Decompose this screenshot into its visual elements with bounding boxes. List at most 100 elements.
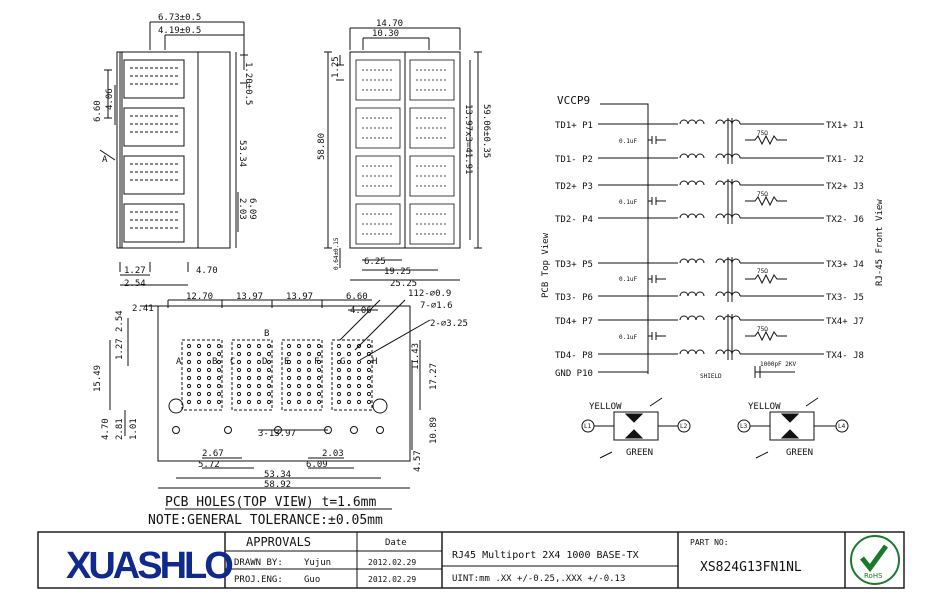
shield-connection xyxy=(754,366,795,378)
pin-td1p: TD1+ P1 xyxy=(555,121,593,131)
pin-hole xyxy=(196,375,202,381)
pin-tx2p: TX2+ J3 xyxy=(826,182,864,192)
coil-winding xyxy=(679,119,705,125)
pin-hole xyxy=(266,367,272,373)
dim-6-60: 6.60 xyxy=(93,100,103,122)
pin-hole xyxy=(286,343,292,349)
port-label-h: H xyxy=(372,357,377,367)
pin-hole xyxy=(206,399,212,405)
dim-13-97x3: 13.97x3=41.91 xyxy=(463,104,473,174)
cap-label-2: 0.1uF xyxy=(619,199,637,206)
logo: XUASHLO xyxy=(66,545,235,587)
pin-hole xyxy=(266,375,272,381)
dim-59-06: 59.06±0.35 xyxy=(481,104,491,158)
pin-td3p: TD3+ P5 xyxy=(555,260,593,270)
pin-hole xyxy=(356,399,362,405)
dim-53-34: 53.34 xyxy=(264,470,291,480)
drawn-by-name: Yujun xyxy=(304,558,331,568)
pin-td2n: TD2- P4 xyxy=(555,215,593,225)
pin-hole xyxy=(206,359,212,365)
pin-hole xyxy=(346,391,352,397)
pin-hole xyxy=(266,343,272,349)
holes-2: 2-⌀3.25 xyxy=(430,319,468,329)
b-marker: B xyxy=(264,329,269,339)
pin-hole xyxy=(286,359,292,365)
pin-hole xyxy=(306,351,312,357)
coil-winding xyxy=(679,180,705,186)
dim-1-25: 1.25 xyxy=(331,56,341,78)
pin-hole xyxy=(236,359,242,365)
pin-hole xyxy=(236,375,242,381)
pin-hole xyxy=(236,367,242,373)
coil-winding xyxy=(679,315,705,321)
pin-hole xyxy=(256,367,262,373)
title-block-text: APPROVALS Date DRAWN BY: Yujun 2012.02.2… xyxy=(234,535,802,585)
pin-hole xyxy=(316,399,322,405)
description: RJ45 Multiport 2X4 1000 BASE-TX xyxy=(452,550,639,561)
transformer-core xyxy=(727,257,733,302)
pin-hole xyxy=(256,391,262,397)
dim-1-27: 1.27 xyxy=(124,266,146,276)
pin-hole xyxy=(346,343,352,349)
label-a: A xyxy=(102,155,108,165)
pin-hole xyxy=(366,375,372,381)
dim-2-41: 2.41 xyxy=(132,304,154,314)
proj-date: 2012.02.29 xyxy=(368,575,416,584)
pin-hole xyxy=(216,351,222,357)
led-diagram-1 xyxy=(581,397,691,459)
pin-hole xyxy=(296,351,302,357)
side-view-drawing xyxy=(99,21,248,286)
pin-hole xyxy=(286,383,292,389)
pin-tx3p: TX3+ J4 xyxy=(826,260,864,270)
pin-hole xyxy=(296,343,302,349)
pin-hole xyxy=(346,399,352,405)
pin-hole xyxy=(316,391,322,397)
drawn-date: 2012.02.29 xyxy=(368,558,416,567)
pin-hole xyxy=(186,343,192,349)
dim-2-54: 2.54 xyxy=(124,279,146,289)
pin-hole xyxy=(186,391,192,397)
pin-hole xyxy=(196,399,202,405)
port-label-d: D xyxy=(262,357,267,367)
pin-hole xyxy=(336,367,342,373)
led2-bottom: GREEN xyxy=(786,448,813,458)
pin-td2p: TD2+ P3 xyxy=(555,182,593,192)
pin-hole xyxy=(336,351,342,357)
pin-hole xyxy=(216,375,222,381)
port-label-f: F xyxy=(314,357,319,367)
pin-hole xyxy=(346,383,352,389)
pin-hole xyxy=(196,343,202,349)
pin-hole xyxy=(246,375,252,381)
dim-6-73: 6.73±0.5 xyxy=(158,13,201,23)
dim-3-13-97: 3-13.97 xyxy=(258,429,296,439)
pin-hole xyxy=(306,383,312,389)
pin-hole xyxy=(366,343,372,349)
transformer-core xyxy=(727,118,733,164)
pin-hole xyxy=(196,359,202,365)
pin-hole xyxy=(366,359,372,365)
pin-hole xyxy=(266,359,272,365)
pin-hole xyxy=(306,375,312,381)
coil-winding xyxy=(679,213,705,219)
pcb-caption: PCB HOLES(TOP VIEW) t=1.6mm xyxy=(165,495,376,510)
led1-right: L2 xyxy=(680,423,688,430)
pin-hole xyxy=(246,343,252,349)
pin-hole xyxy=(336,359,342,365)
pin-td1n: TD1- P2 xyxy=(555,155,593,165)
pin-hole xyxy=(306,367,312,373)
pin-hole xyxy=(216,359,222,365)
drawn-by-label: DRAWN BY: xyxy=(234,558,283,568)
coil-winding xyxy=(679,349,705,355)
pin-hole xyxy=(316,351,322,357)
side-view-back xyxy=(197,51,231,249)
pin-hole xyxy=(296,399,302,405)
date-header: Date xyxy=(385,538,407,548)
side-view-dims: 6.73±0.5 4.19±0.5 1.20±0.5 4.06 6.60 53.… xyxy=(93,13,257,289)
pcb-port-blocks xyxy=(181,339,373,411)
dim-6-60: 6.60 xyxy=(346,292,368,302)
transformer-core xyxy=(727,179,733,224)
pin-hole xyxy=(256,343,262,349)
coil-winding xyxy=(715,349,741,355)
coil-winding xyxy=(679,291,705,297)
coil-winding xyxy=(679,153,705,159)
